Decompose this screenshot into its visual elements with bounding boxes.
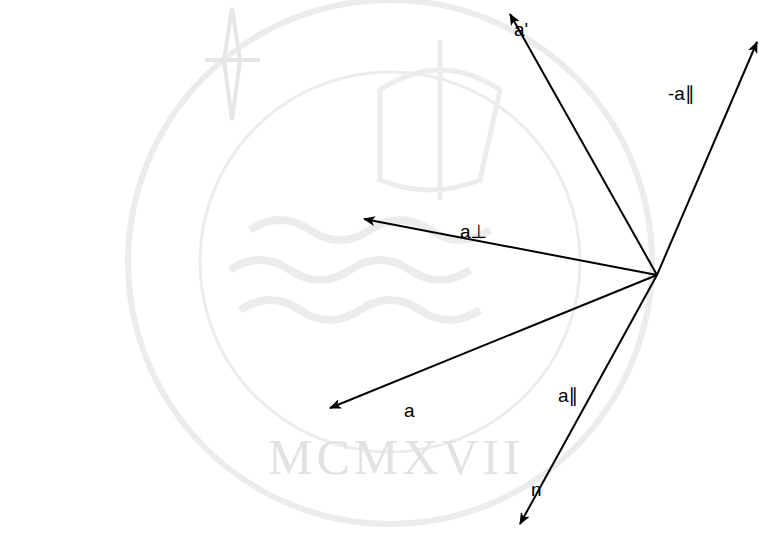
vector-label: a⊥ bbox=[460, 222, 487, 243]
arrow-a-prime bbox=[510, 14, 657, 275]
arrow-minus-a-par bbox=[657, 42, 757, 275]
watermark-text: MCMXVII bbox=[268, 430, 524, 485]
arrow-a bbox=[330, 275, 657, 408]
vector-label: n bbox=[531, 480, 542, 501]
arrow-a-perp bbox=[364, 219, 657, 275]
vector-label: a∥ bbox=[558, 386, 578, 407]
vector-label: -a∥ bbox=[668, 84, 694, 105]
watermark-seal bbox=[128, 0, 652, 524]
vector-label: a bbox=[404, 401, 415, 422]
vector-label: a' bbox=[514, 20, 528, 41]
arrow-n bbox=[520, 275, 657, 524]
